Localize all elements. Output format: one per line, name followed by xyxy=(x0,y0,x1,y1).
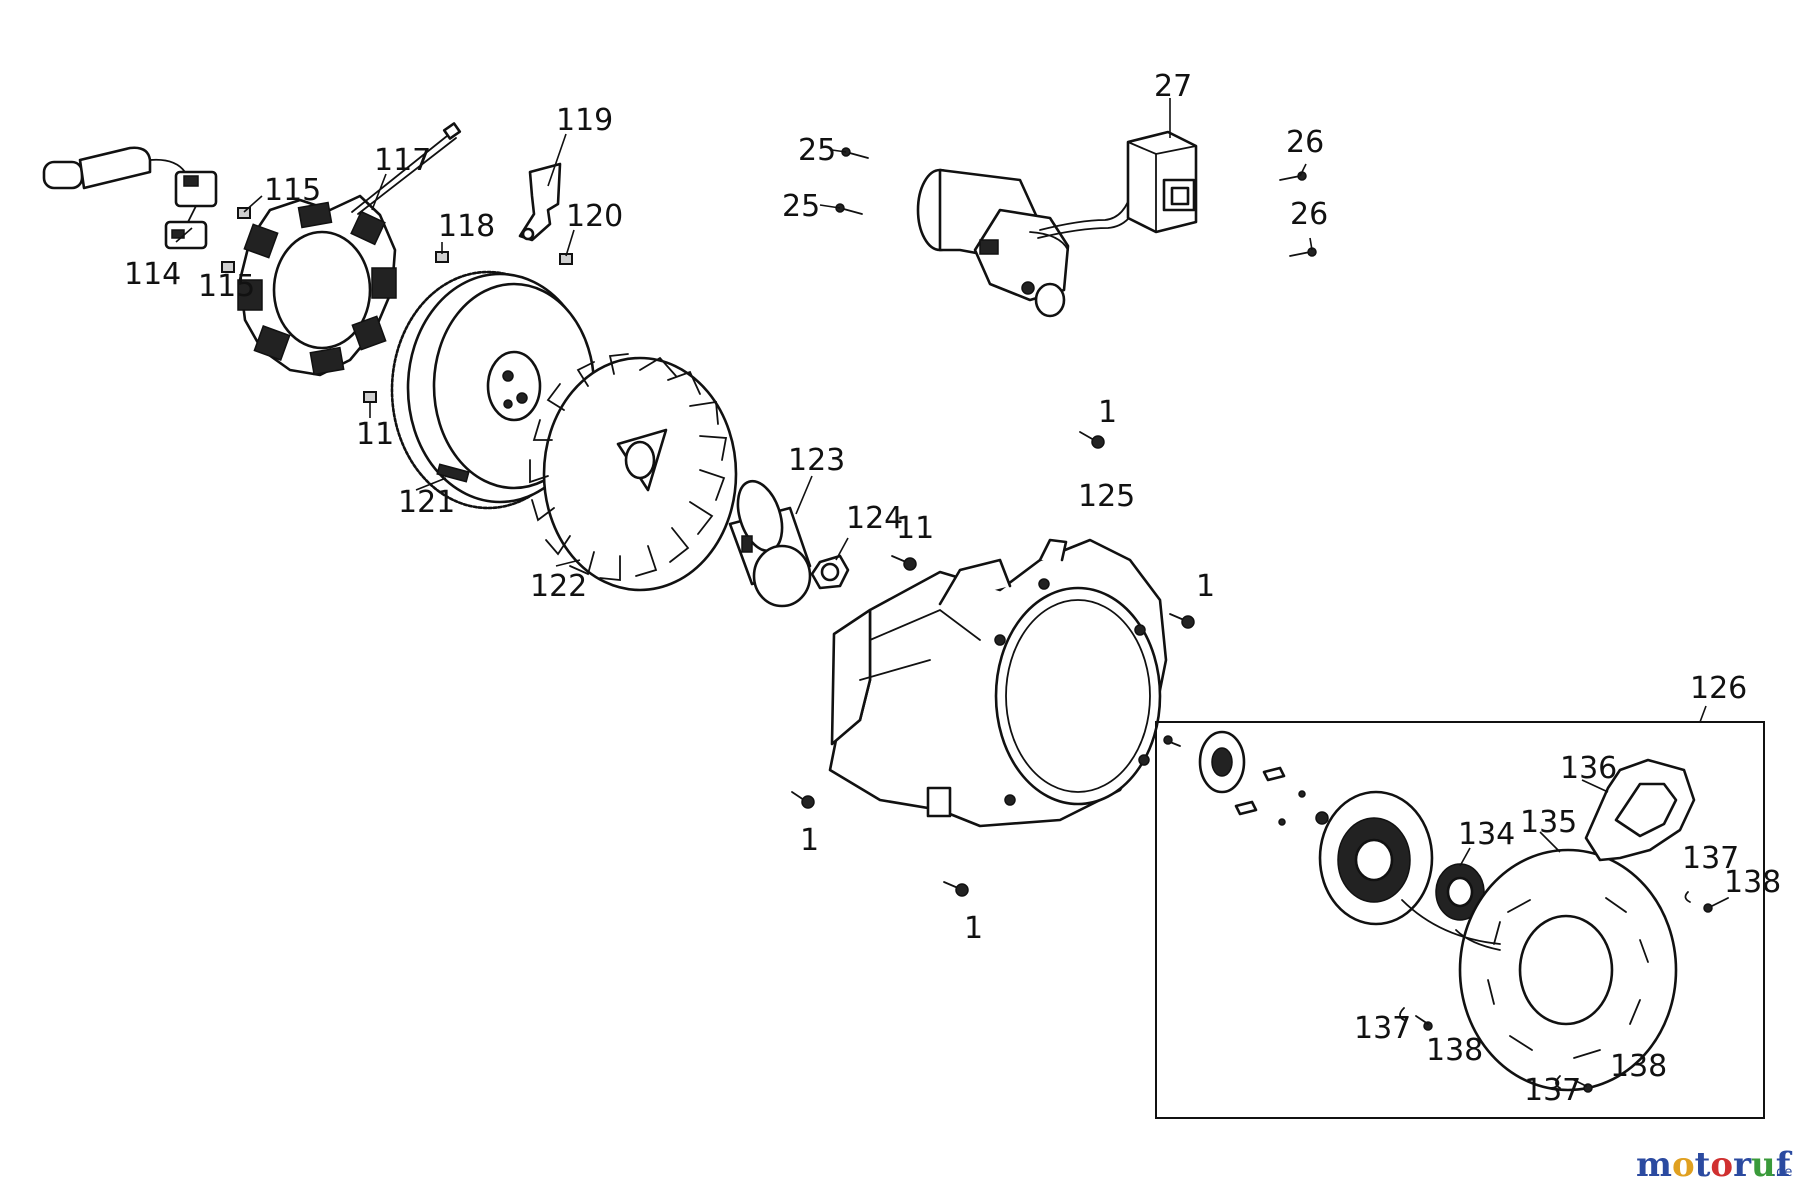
label-120: 120 xyxy=(566,199,623,234)
part-labels: 27 25 25 26 26 119 117 115 115 114 118 1… xyxy=(124,69,1781,1108)
blower-housing xyxy=(828,538,1168,828)
flywheel-nut xyxy=(810,554,850,590)
label-137-right: 137 xyxy=(1682,841,1739,876)
label-121: 121 xyxy=(398,485,455,520)
cooling-fan xyxy=(529,353,738,592)
label-136: 136 xyxy=(1560,751,1617,786)
leader-lines xyxy=(175,98,1707,867)
label-1-right: 1 xyxy=(1196,569,1215,604)
starter-cup xyxy=(728,479,812,608)
label-122: 122 xyxy=(530,569,587,604)
motoruf-watermark: motoruf .de xyxy=(1636,1145,1793,1185)
label-125: 125 xyxy=(1078,479,1135,514)
bracket xyxy=(518,162,562,242)
label-124: 124 xyxy=(846,501,903,536)
label-115-upper: 115 xyxy=(264,173,321,208)
label-119: 119 xyxy=(556,103,613,138)
starter-motor xyxy=(916,168,1141,318)
label-138-left: 138 xyxy=(1426,1033,1483,1068)
label-134: 134 xyxy=(1458,817,1515,852)
label-135: 135 xyxy=(1520,805,1577,840)
label-117: 117 xyxy=(374,143,431,178)
recoil-starter-box xyxy=(1155,721,1765,1119)
label-1-left: 1 xyxy=(800,823,819,858)
starter-relay xyxy=(1126,130,1198,234)
label-118: 118 xyxy=(438,209,495,244)
label-114: 114 xyxy=(124,257,181,292)
label-137-left: 137 xyxy=(1354,1011,1411,1046)
label-1-top: 1 xyxy=(1098,395,1117,430)
label-138-right: 138 xyxy=(1724,865,1781,900)
label-115-lower: 115 xyxy=(198,269,255,304)
svg-text:motoruf: motoruf xyxy=(1636,1145,1793,1185)
label-26-upper: 26 xyxy=(1286,125,1324,160)
svg-text:.de: .de xyxy=(1772,1165,1792,1180)
ignition-coil xyxy=(42,146,218,250)
label-25-upper: 25 xyxy=(798,133,836,168)
label-137-bottom: 137 xyxy=(1524,1073,1581,1108)
stator-coil xyxy=(237,122,462,377)
recoil-starter-parts xyxy=(1198,730,1696,1092)
label-123: 123 xyxy=(788,443,845,478)
label-138-bottom: 138 xyxy=(1610,1049,1667,1084)
label-11-right: 11 xyxy=(896,511,934,546)
label-27: 27 xyxy=(1154,69,1192,104)
label-1-bottom: 1 xyxy=(964,911,983,946)
label-11-left: 11 xyxy=(356,417,394,452)
label-26-lower: 26 xyxy=(1290,197,1328,232)
flywheel xyxy=(390,270,596,510)
label-126: 126 xyxy=(1690,671,1747,706)
label-25-lower: 25 xyxy=(782,189,820,224)
